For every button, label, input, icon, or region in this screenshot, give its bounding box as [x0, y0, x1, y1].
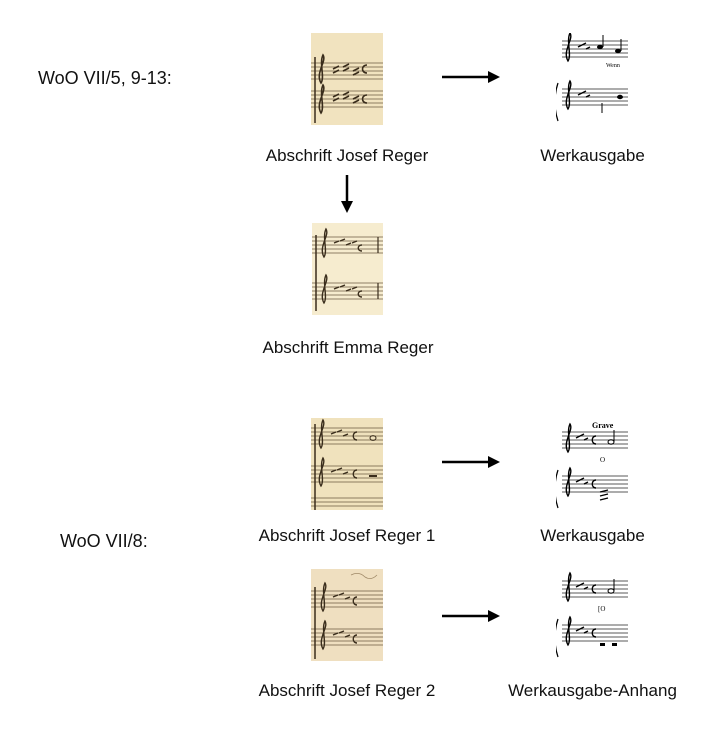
manuscript-score-image [311, 569, 383, 661]
caption-werkausgabe-1: Werkausgabe [540, 146, 645, 165]
manuscript-thumbnail-emma-reger[interactable] [312, 223, 383, 315]
tempo-marking: Grave [592, 421, 614, 430]
manuscript-score-image [311, 418, 383, 510]
caption-werkausgabe-anhang: Werkausgabe-Anhang [508, 681, 677, 700]
manuscript-score-image [311, 33, 383, 125]
print-thumbnail-werkausgabe-anhang[interactable]: [O [556, 569, 628, 661]
print-secondary-mark: [O [598, 605, 605, 613]
print-text-mark: Wenn [606, 63, 620, 69]
manuscript-score-image [312, 223, 383, 315]
caption-werkausgabe-2: Werkausgabe [540, 526, 645, 545]
arrow-down-icon [341, 175, 353, 213]
arrow-right-icon [442, 610, 500, 622]
print-score-image: [O [556, 569, 628, 661]
caption-abschrift-emma-reger: Abschrift Emma Reger [262, 338, 434, 357]
print-score-image: Wenn [556, 33, 628, 125]
manuscript-thumbnail-josef-reger[interactable] [311, 33, 383, 125]
print-score-image: Grave O [556, 416, 628, 510]
arrow-right-icon [442, 456, 500, 468]
manuscript-thumbnail-josef-reger-2[interactable] [311, 569, 383, 661]
print-thumbnail-werkausgabe-2[interactable]: Grave O [556, 416, 628, 510]
caption-abschrift-josef-reger: Abschrift Josef Reger [265, 146, 429, 165]
print-secondary-mark: O [600, 456, 605, 464]
arrow-right-icon [442, 71, 500, 83]
caption-abschrift-josef-reger-1: Abschrift Josef Reger 1 [258, 526, 436, 545]
group-label-woo-vii-5: WoO VII/5, 9-13: [38, 68, 172, 88]
group-label-woo-vii-8: WoO VII/8: [60, 531, 148, 551]
caption-abschrift-josef-reger-2: Abschrift Josef Reger 2 [258, 681, 436, 700]
print-thumbnail-werkausgabe[interactable]: Wenn [556, 33, 628, 125]
manuscript-thumbnail-josef-reger-1[interactable] [311, 418, 383, 510]
